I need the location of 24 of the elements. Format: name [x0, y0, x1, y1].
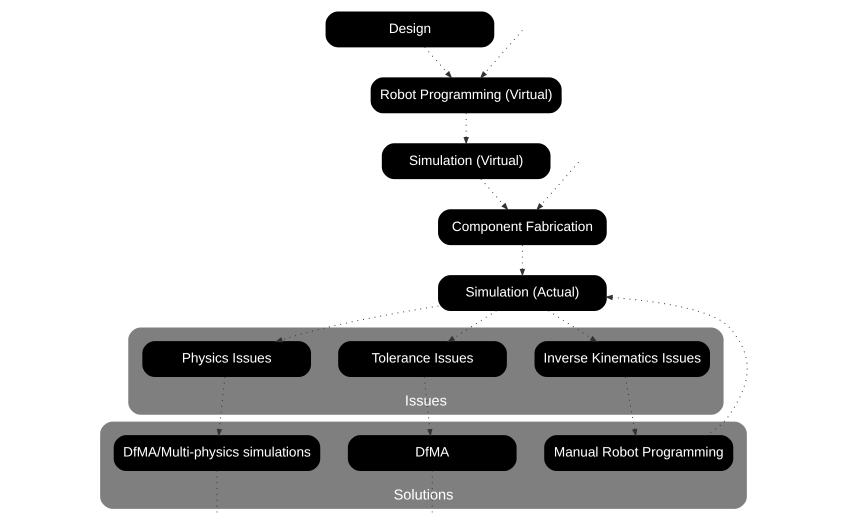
arrow: [424, 46, 452, 79]
node-box: DfMA: [347, 435, 516, 472]
node-box: Simulation (Actual): [438, 275, 606, 312]
arrow: [547, 310, 598, 342]
arrow: [423, 376, 432, 437]
arrow: [479, 30, 522, 79]
node-box: Simulation (Virtual): [381, 143, 550, 180]
arrow: [604, 294, 748, 436]
node-box: Component Fabrication: [438, 209, 606, 246]
arrow: [446, 310, 496, 342]
arrow: [536, 162, 579, 211]
arrow: [480, 178, 508, 210]
arrow: [624, 376, 637, 437]
arrow: [462, 112, 468, 145]
node-box: Manual Robot Programming: [544, 435, 733, 472]
node-box: Design: [325, 11, 494, 48]
node-box: Tolerance Issues: [338, 341, 506, 377]
arrow: [216, 376, 225, 437]
arrow: [519, 244, 525, 277]
node-box: Inverse Kinematics Issues: [534, 341, 710, 377]
node-box: Physics Issues: [142, 341, 311, 377]
node-box: Robot Programming (Virtual): [370, 77, 562, 114]
node-box: DfMA/Multi-physics simulations: [113, 435, 320, 472]
arrow: [274, 306, 438, 342]
